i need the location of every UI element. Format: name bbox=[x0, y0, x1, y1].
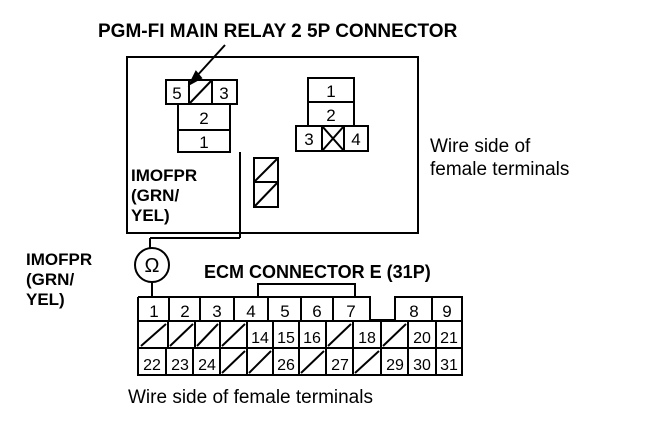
ecm-pin-20: 20 bbox=[413, 330, 431, 347]
ecm-pin-16: 16 bbox=[303, 330, 321, 347]
ecm-pin-9: 9 bbox=[442, 302, 451, 321]
title-arrow-line bbox=[194, 44, 226, 79]
bottom-caption: Wire side of female terminals bbox=[128, 387, 373, 408]
diagram-title: PGM-FI MAIN RELAY 2 5P CONNECTOR bbox=[98, 21, 458, 42]
imofpr-inner-line2: (GRN/ bbox=[131, 186, 179, 205]
right-pin-4: 4 bbox=[351, 130, 360, 149]
ecm-pin-22: 22 bbox=[143, 357, 161, 374]
ohm-symbol: Ω bbox=[145, 255, 160, 277]
fuse-box-top-slash bbox=[253, 157, 279, 183]
imofpr-inner-line1: IMOFPR bbox=[131, 166, 197, 185]
ecm-pin-23: 23 bbox=[171, 357, 189, 374]
relay-blank-slash bbox=[188, 79, 213, 105]
relay-pin-2: 2 bbox=[199, 109, 208, 128]
ecm-pin-27: 27 bbox=[331, 357, 349, 374]
ecm-pin-6: 6 bbox=[312, 302, 321, 321]
ecm-pin-3: 3 bbox=[212, 302, 221, 321]
relay-housing bbox=[126, 56, 419, 234]
ecm-pin-7: 7 bbox=[346, 302, 355, 321]
ecm-pin-31: 31 bbox=[440, 357, 458, 374]
wire-side-label-line2: female terminals bbox=[430, 159, 569, 180]
right-pin-3: 3 bbox=[304, 130, 313, 149]
relay-pin-5: 5 bbox=[172, 84, 181, 103]
ecm-title: ECM CONNECTOR E (31P) bbox=[204, 262, 431, 282]
ecm-pin-29: 29 bbox=[386, 357, 404, 374]
right-pin-4-cell bbox=[343, 125, 369, 152]
relay-pin-3: 3 bbox=[219, 84, 228, 103]
ecm-pin-26: 26 bbox=[277, 357, 295, 374]
ecm-pin-21: 21 bbox=[440, 330, 458, 347]
right-blank-x2 bbox=[321, 125, 345, 152]
fuse-box-bottom-slash bbox=[253, 181, 279, 208]
relay-pin-1: 1 bbox=[199, 133, 208, 152]
ecm-pin-4: 4 bbox=[246, 302, 255, 321]
ecm-pin-30: 30 bbox=[413, 357, 431, 374]
ecm-pin-8: 8 bbox=[409, 302, 418, 321]
ecm-pin-14: 14 bbox=[251, 330, 269, 347]
ecm-pin-15: 15 bbox=[277, 330, 295, 347]
ecm-top-tab bbox=[257, 283, 356, 297]
ecm-pin-5: 5 bbox=[280, 302, 289, 321]
ecm-pin-1: 1 bbox=[149, 302, 158, 321]
imofpr-outer-line2: (GRN/ bbox=[26, 270, 74, 289]
imofpr-outer-line1: IMOFPR bbox=[26, 250, 92, 269]
ecm-pin-18: 18 bbox=[358, 330, 376, 347]
ecm-pin-24: 24 bbox=[198, 357, 216, 374]
right-pin-2: 2 bbox=[326, 106, 335, 125]
relay-pin-1-cell bbox=[177, 129, 231, 153]
fuse-box-bottom bbox=[253, 181, 279, 208]
ecm-pin-2: 2 bbox=[180, 302, 189, 321]
imofpr-outer-line3: YEL) bbox=[26, 290, 65, 309]
right-pin-1: 1 bbox=[326, 82, 335, 101]
imofpr-inner-line3: YEL) bbox=[131, 206, 170, 225]
wire-side-label-line1: Wire side of bbox=[430, 136, 531, 157]
